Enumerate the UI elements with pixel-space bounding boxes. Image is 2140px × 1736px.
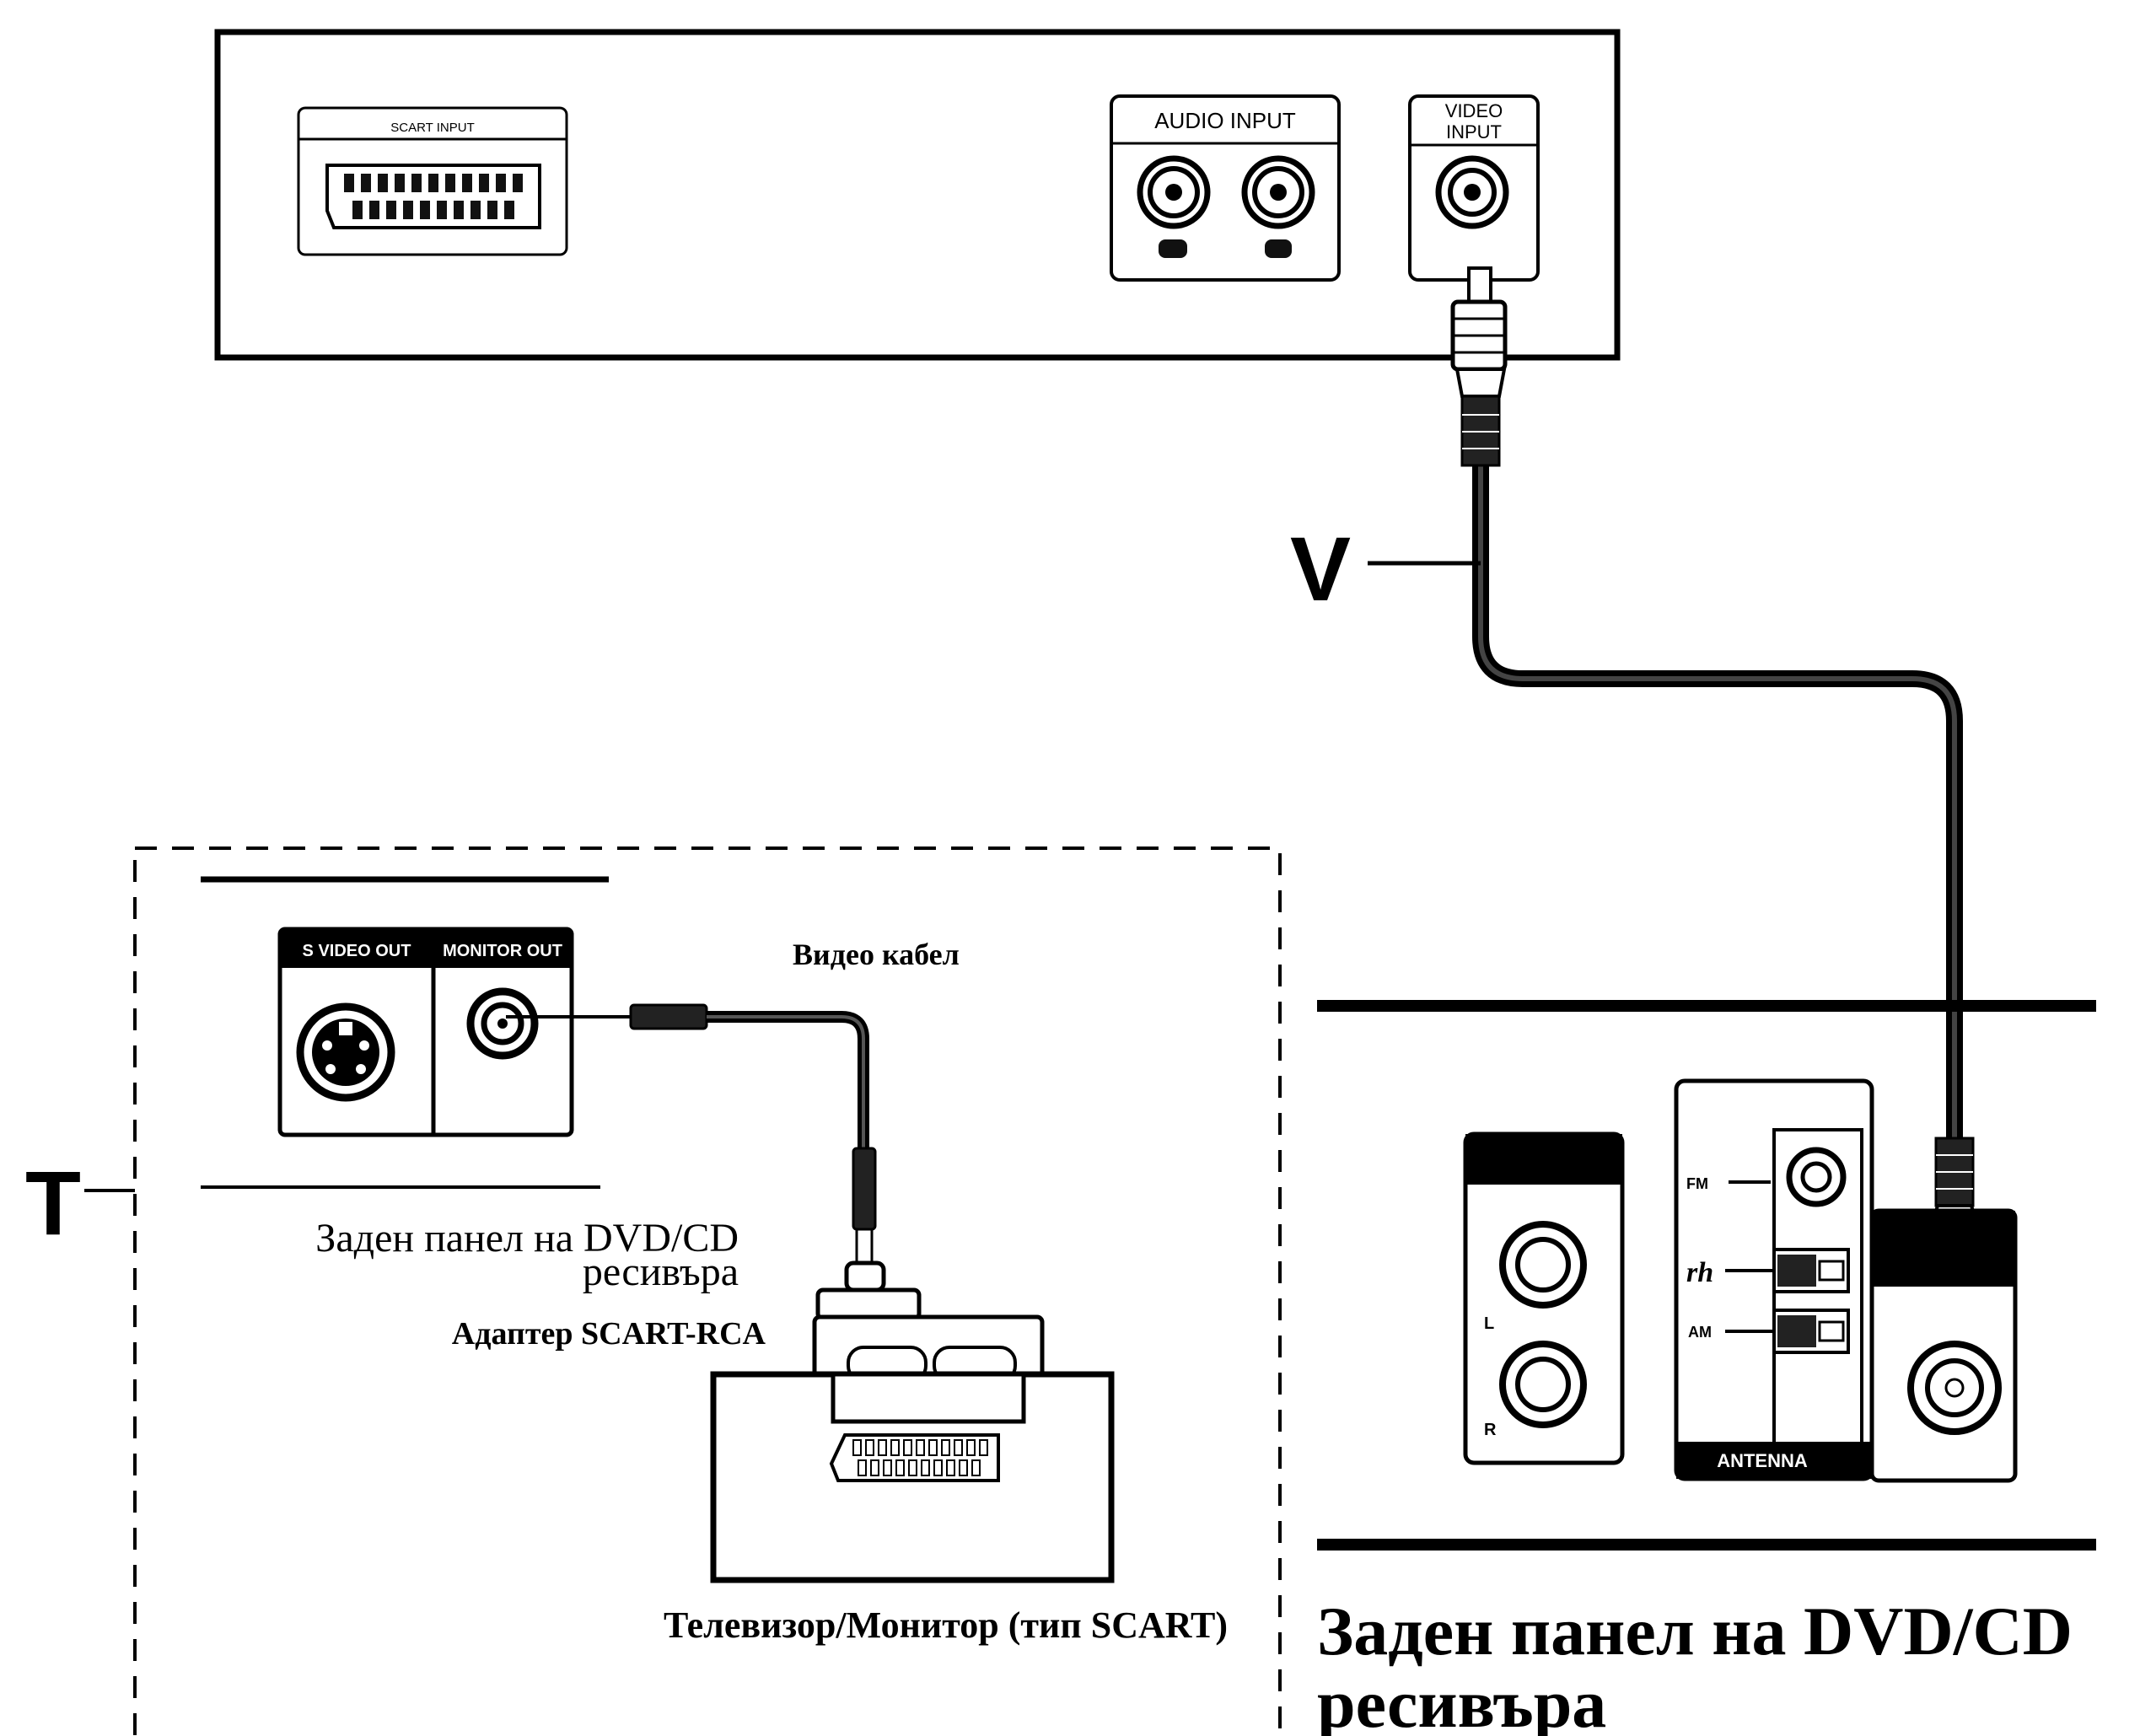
antenna-label: ANTENNA xyxy=(1717,1450,1808,1471)
fm-label: FM xyxy=(1686,1175,1708,1192)
adapter-label: Адаптер SCART-RCA xyxy=(452,1316,766,1352)
receiver-l-label: L xyxy=(1484,1314,1494,1333)
svideo-jack xyxy=(296,1002,395,1102)
inset-panel-caption-line2: ресивъра xyxy=(583,1250,739,1294)
video-input-jack: VIDEO INPUT xyxy=(1408,94,1540,282)
am-antenna-terminals xyxy=(1772,1248,1850,1354)
receiver-r-label: R xyxy=(1484,1421,1497,1439)
rca-plug-top xyxy=(1450,266,1508,467)
receiver-jack-l xyxy=(1499,1221,1587,1309)
audio-input-jacks: AUDIO INPUT xyxy=(1110,94,1341,282)
alternative-connection-box xyxy=(133,847,1282,1736)
fm-antenna-jack xyxy=(1786,1147,1847,1207)
monitor-out-jack xyxy=(466,987,539,1060)
loop-antenna-symbol: rh xyxy=(1686,1257,1713,1288)
svideo-out-label: S VIDEO OUT xyxy=(303,942,411,960)
audio-jack-right xyxy=(1241,155,1315,258)
tv-monitor-scart xyxy=(710,1371,1115,1583)
inset-video-cable xyxy=(506,1003,877,1266)
dvd-output-panel: S VIDEO OUT MONITOR OUT xyxy=(277,927,574,1137)
scart-input-label: SCART INPUT xyxy=(390,121,474,135)
callout-t-label: T xyxy=(25,1152,81,1254)
receiver-jack-r xyxy=(1499,1341,1587,1428)
am-label: AM xyxy=(1688,1324,1712,1341)
audio-input-label: AUDIO INPUT xyxy=(1154,108,1296,133)
antenna-panel: ANTENNA FM rh AM xyxy=(1674,1078,1874,1481)
monitor-out-label: MONITOR OUT xyxy=(443,942,562,960)
receiver-caption-line2: ресивъра xyxy=(1317,1665,1606,1736)
scart-input-connector: SCART INPUT xyxy=(297,106,568,256)
callout-v-label: V xyxy=(1290,518,1351,620)
video-cable-label: Видео кабел xyxy=(793,938,960,971)
inset-panel-caption-line1: Заден панел на DVD/CD xyxy=(315,1216,739,1260)
receiver-caption-line1: Заден панел на DVD/CD xyxy=(1317,1593,2073,1669)
video-input-label-line1: VIDEO xyxy=(1445,100,1503,121)
tv-monitor-caption: Телевизор/Монитор (тип SCART) xyxy=(664,1604,1228,1646)
audio-jack-left xyxy=(1137,155,1211,258)
receiver-video-out-jack xyxy=(1869,1208,2018,1483)
video-input-label-line2: INPUT xyxy=(1446,121,1502,142)
receiver-audio-jacks: L R xyxy=(1463,1131,1625,1465)
